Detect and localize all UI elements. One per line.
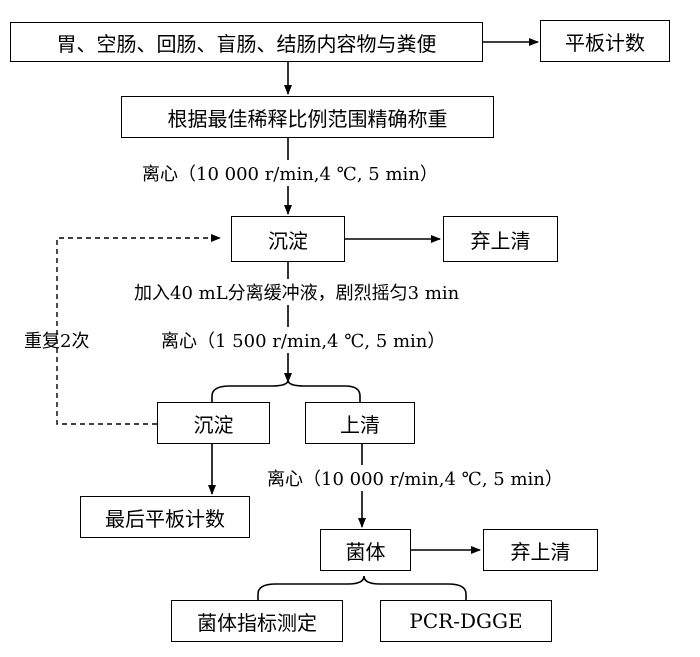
repeat-label: 重复2次 xyxy=(24,331,90,352)
bacteria-box: 菌体 xyxy=(320,529,411,571)
split-brace-1 xyxy=(211,379,361,402)
sample-source-box: 胃、空肠、回肠、盲肠、结肠内容物与粪便 xyxy=(10,22,483,62)
precipitate-box-2: 沉淀 xyxy=(157,402,270,444)
add-buffer-label: 加入40 mL分离缓冲液，剧烈摇匀3 min xyxy=(133,279,461,305)
centrifuge-label-1: 离心（10 000 r/min,4 ℃, 5 min） xyxy=(141,160,439,186)
centrifuge-label-3: 离心（10 000 r/min,4 ℃, 5 min） xyxy=(266,465,564,491)
split-brace-2 xyxy=(257,575,467,600)
bacteria-index-box: 菌体指标测定 xyxy=(171,600,343,642)
final-plate-count-box: 最后平板计数 xyxy=(80,496,250,538)
weigh-box: 根据最佳稀释比例范围精确称重 xyxy=(121,96,494,138)
supernatant-box: 上清 xyxy=(305,402,415,444)
discard-supernatant-box-2: 弃上清 xyxy=(483,529,598,571)
discard-supernatant-box-1: 弃上清 xyxy=(443,216,558,262)
repeat-loop xyxy=(56,234,221,425)
plate-count-box: 平板计数 xyxy=(540,20,670,62)
centrifuge-label-2: 离心（1 500 r/min,4 ℃, 5 min） xyxy=(160,327,447,353)
pcr-dgge-box: PCR-DGGE xyxy=(380,600,552,642)
precipitate-box-1: 沉淀 xyxy=(231,216,345,262)
